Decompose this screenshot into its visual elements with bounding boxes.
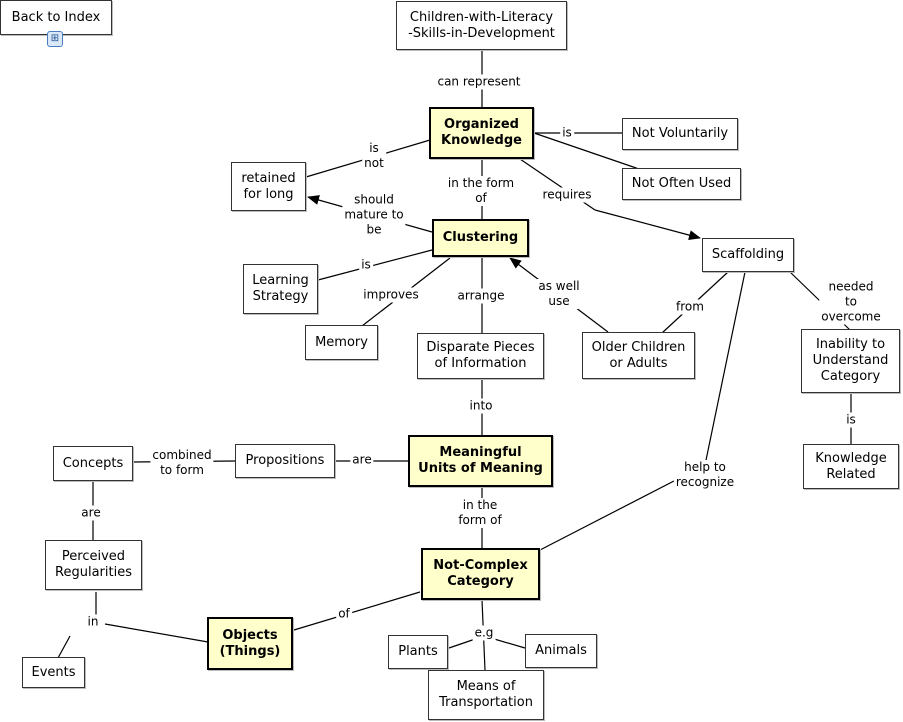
node-propositions: Propositions <box>235 444 335 478</box>
link-label-combined-to-form: combined to form <box>150 448 214 478</box>
node-organized-knowledge: Organized Knowledge <box>429 107 534 159</box>
link-label-is-not: is not <box>362 141 386 171</box>
node-perceived-regularities: Perceived Regularities <box>45 540 142 590</box>
link-label-into: into <box>467 398 495 414</box>
node-meaningful-units: Meaningful Units of Meaning <box>408 435 553 487</box>
link-label-in: in <box>85 614 101 630</box>
link-label-are-units: are <box>350 452 374 468</box>
node-scaffolding: Scaffolding <box>702 238 794 272</box>
back-to-index-link[interactable]: Back to Index <box>0 0 112 35</box>
node-memory: Memory <box>305 325 378 360</box>
link-label-is-related: is <box>844 412 858 428</box>
link-label-help-to-recognize: help to recognize <box>673 460 737 490</box>
link-label-in-the-form-of: in the form of <box>445 176 517 206</box>
link-label-should-mature: should mature to be <box>342 192 406 238</box>
node-not-voluntarily: Not Voluntarily <box>622 118 738 150</box>
concept-map-icon[interactable]: ⊞ <box>47 31 63 47</box>
link-label-is-strategy: is <box>359 257 373 273</box>
link-label-arrange: arrange <box>455 288 507 304</box>
link-label-from: from <box>674 299 706 315</box>
node-animals: Animals <box>525 634 597 668</box>
node-plants: Plants <box>388 635 448 669</box>
link-label-of: of <box>336 606 352 622</box>
link-label-as-well-use: as well use <box>536 279 582 309</box>
link-label-is: is <box>560 125 574 141</box>
node-knowledge-related: Knowledge Related <box>803 444 899 489</box>
node-means-of-transportation: Means of Transportation <box>428 670 544 720</box>
node-not-often-used: Not Often Used <box>622 168 741 200</box>
node-clustering: Clustering <box>432 219 529 257</box>
link-label-needed-to-overcome: needed to overcome <box>819 279 883 325</box>
link-label-improves: improves <box>361 287 421 303</box>
node-events: Events <box>22 657 85 688</box>
link-label-can-represent: can represent <box>435 74 523 90</box>
node-concepts: Concepts <box>53 446 133 481</box>
node-older-children: Older Children or Adults <box>582 332 695 379</box>
node-disparate-pieces: Disparate Pieces of Information <box>417 333 544 379</box>
node-retained-for-long: retained for long <box>231 162 306 211</box>
link-label-in-the-form-of-2: in the form of <box>456 498 504 528</box>
node-objects-things: Objects (Things) <box>207 617 293 670</box>
node-children-literacy: Children-with-Literacy -Skills-in-Develo… <box>396 1 567 50</box>
node-inability-to-understand: Inability to Understand Category <box>801 329 900 393</box>
node-not-complex-category: Not-Complex Category <box>421 548 540 600</box>
node-learning-strategy: Learning Strategy <box>243 264 318 314</box>
link-label-are-regularities: are <box>79 505 103 521</box>
link-label-requires: requires <box>540 187 594 203</box>
link-label-eg: e.g <box>472 625 496 641</box>
